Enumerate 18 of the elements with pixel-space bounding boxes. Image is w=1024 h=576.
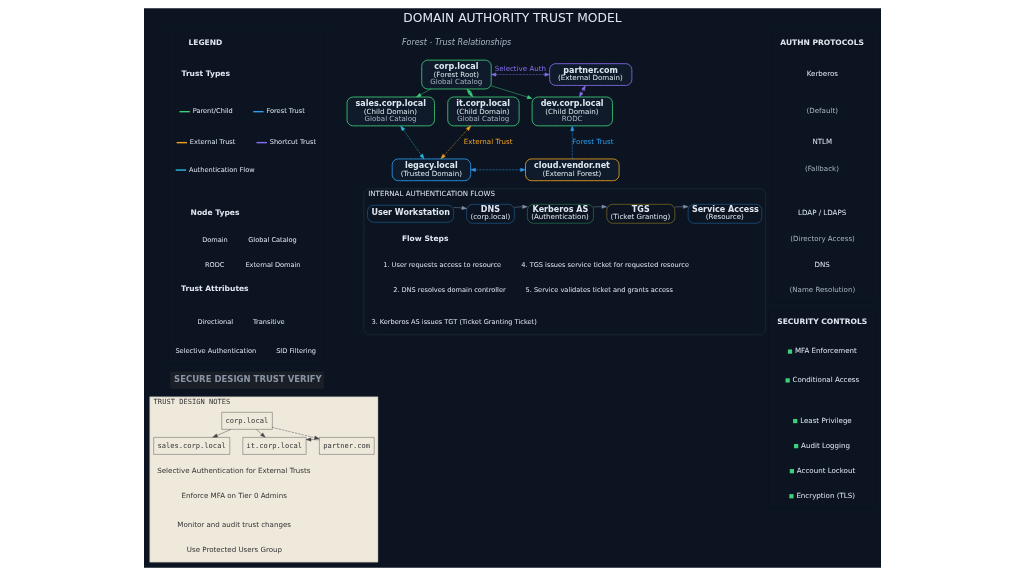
arrow <box>255 429 265 438</box>
arrow <box>400 125 424 160</box>
arrow <box>470 167 526 172</box>
arrow <box>305 437 319 442</box>
arrow <box>440 125 471 160</box>
arrow <box>592 204 607 209</box>
arrow <box>674 204 688 209</box>
arrow <box>271 427 319 440</box>
arrow <box>578 85 586 98</box>
label: SECURE DESIGN TRUST VERIFY <box>173 373 322 384</box>
arrow <box>490 85 532 99</box>
arrow <box>452 206 467 210</box>
diagram-title: DOMAIN AUTHORITY TRUST MODEL <box>402 10 622 25</box>
arrow <box>513 204 528 209</box>
arrow <box>490 72 550 77</box>
arrow <box>415 88 431 98</box>
arrow <box>212 429 231 438</box>
arrow <box>569 125 574 160</box>
